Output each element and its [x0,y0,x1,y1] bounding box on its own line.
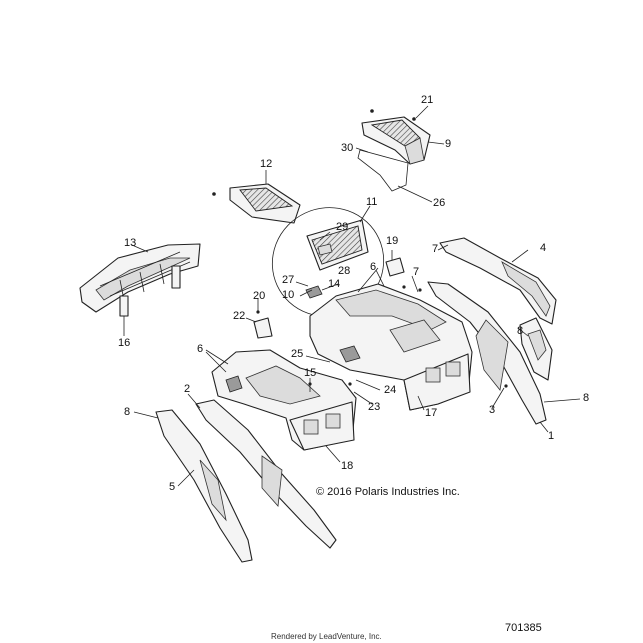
part-left-mesh-panel[interactable] [229,183,301,224]
part-right-rocker[interactable] [427,281,547,425]
callout-5: 5 [169,481,176,493]
callout-24: 24 [384,384,397,396]
callout-18: 18 [341,460,354,472]
copyright-notice: © 2016 Polaris Industries Inc. [316,486,460,498]
part-right-side-panel[interactable] [439,237,557,325]
callout-10: 10 [282,289,295,301]
part-seal[interactable] [357,149,409,192]
callout-8-right: 8 [583,392,590,404]
callout-25: 25 [291,348,304,360]
part-clip-19[interactable] [385,257,405,277]
callout-21: 21 [421,94,434,106]
callout-28: 28 [338,265,351,277]
callout-1: 1 [548,430,555,442]
callout-16: 16 [118,337,131,349]
part-rear-frame-assembly[interactable] [79,243,201,317]
part-bracket-22[interactable] [253,317,273,339]
callout-14: 14 [328,278,341,290]
part-rear-mesh-panel[interactable] [361,116,431,165]
callout-13: 13 [124,237,137,249]
callout-2: 2 [184,383,191,395]
callout-15: 15 [304,367,317,379]
callout-8-left: 8 [124,406,131,418]
fasteners [212,109,508,388]
callout-19: 19 [386,235,399,247]
part-left-rocker[interactable] [195,399,337,549]
callout-7-upper: 7 [413,266,420,278]
callout-11: 11 [366,196,378,208]
callout-20: 20 [253,290,266,302]
render-credit: Rendered by LeadVenture, Inc. [271,632,382,641]
callout-27: 27 [282,274,295,286]
diagram-number: 701385 [505,622,542,634]
callout-3: 3 [489,404,496,416]
callout-22: 22 [233,310,246,322]
part-rear-tub[interactable] [309,283,473,411]
callout-6-upper: 6 [370,261,377,273]
callout-29: 29 [336,221,349,233]
callout-9: 9 [445,138,452,150]
callout-17: 17 [425,407,438,419]
callout-26: 26 [433,197,446,209]
callout-12: 12 [260,158,273,170]
part-left-panel[interactable] [155,409,253,563]
part-floor-tub[interactable] [211,349,357,451]
leader-lines [123,105,581,487]
callout-6-lower: 6 [197,343,204,355]
callout-7-right: 7 [432,243,439,255]
callout-23: 23 [368,401,381,413]
callout-30: 30 [341,142,354,154]
part-right-lower-panel[interactable] [519,317,553,381]
callout-4: 4 [540,242,547,254]
callout-8-right-panel: 8 [517,325,524,337]
